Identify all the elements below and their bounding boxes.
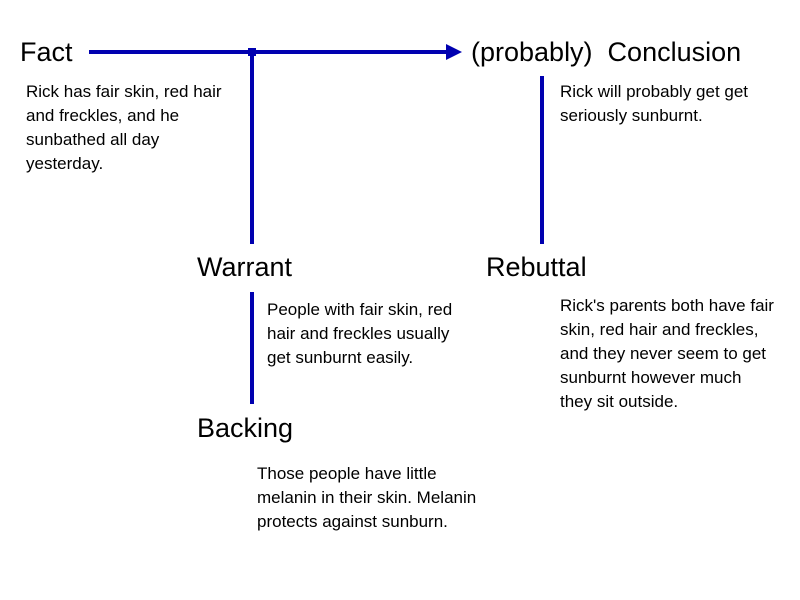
fact-heading: Fact	[20, 37, 73, 67]
conclusion-arrowhead	[446, 44, 462, 60]
backing-heading: Backing	[197, 413, 294, 443]
warrant-heading: Warrant	[197, 252, 293, 282]
backing-text: Those people have little melanin in thei…	[257, 464, 477, 531]
rebuttal-text: Rick's parents both have fair skin, red …	[560, 296, 774, 411]
conclusion-text: Rick will probably get get seriously sun…	[560, 82, 749, 125]
warrant-text: People with fair skin, red hair and frec…	[267, 300, 453, 367]
conclusion-heading: (probably) Conclusion	[471, 37, 742, 67]
fact-text: Rick has fair skin, red hair and freckle…	[26, 82, 222, 173]
rebuttal-heading: Rebuttal	[486, 252, 587, 282]
